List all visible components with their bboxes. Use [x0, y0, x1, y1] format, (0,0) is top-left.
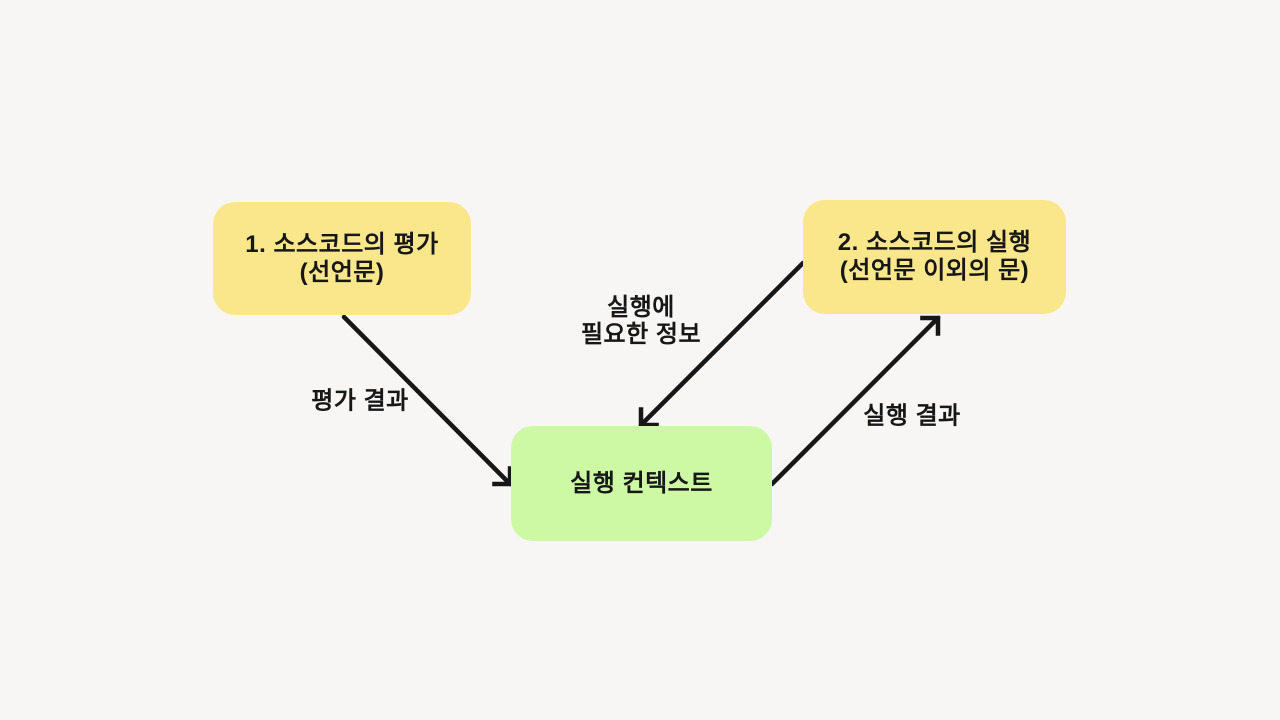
- arrow-execution-to-context: [638, 260, 806, 428]
- node-execution-line2: (선언문 이외의 문): [839, 257, 1030, 284]
- node-evaluation-line1: 1. 소스코드의 평가: [245, 230, 439, 258]
- edge-label-evaluation-result: 평가 결과: [311, 387, 409, 415]
- node-execution-line1: 2. 소스코드의 실행: [837, 229, 1032, 256]
- node-source-code-execution: 2. 소스코드의 실행 (선언문 이외의 문): [803, 200, 1066, 314]
- node-context-label: 실행 컨텍스트: [570, 469, 713, 497]
- arrow-context-to-execution: [769, 315, 941, 487]
- node-evaluation-line2: (선언문): [299, 258, 385, 286]
- edge-label-execution-result: 실행 결과: [863, 402, 961, 430]
- edge-label-execution-info: 실행에 필요한 정보: [581, 294, 701, 348]
- node-execution-context: 실행 컨텍스트: [511, 426, 772, 541]
- node-source-code-evaluation: 1. 소스코드의 평가 (선언문): [213, 202, 471, 315]
- arrow-evaluation-to-context: [341, 314, 513, 487]
- edge-label-execution-info-line2: 필요한 정보: [580, 321, 702, 348]
- edge-label-execution-info-line1: 실행에: [607, 294, 675, 321]
